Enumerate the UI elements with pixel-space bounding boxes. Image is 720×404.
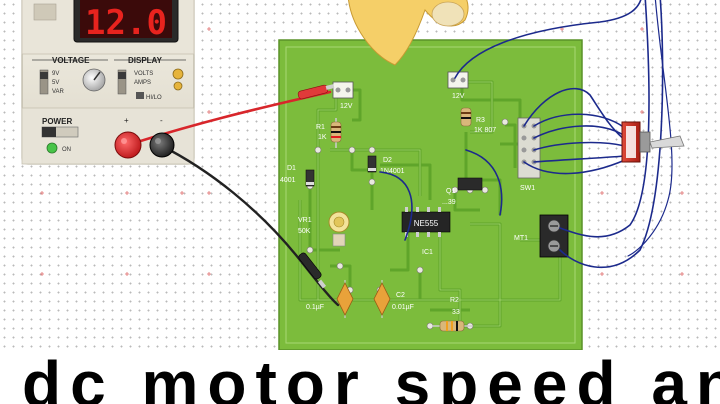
q1-value-label: ...39 [442,199,456,206]
fine-adjust-knob[interactable] [172,68,184,91]
video-caption: dc motor speed and [0,350,720,404]
negative-terminal[interactable] [149,132,175,158]
wire-top-1 [454,0,642,79]
voltage-knob[interactable] [82,68,106,92]
diode-d1: D1 4001 [280,165,315,187]
indicator-panel [33,3,57,21]
ic1-ref-label: IC1 [422,249,433,256]
wire-motor-2 [559,0,650,238]
wire-motor-1 [559,0,664,269]
wire-extra [627,0,673,257]
r2-value-label: 33 [452,309,460,316]
hand-cursor [348,0,469,66]
d1-ref-label: D1 [287,165,296,172]
q1-ref-label: Q1 [446,188,455,195]
display-option-volts[interactable]: VOLTS [134,71,153,77]
transistor-q1: Q1 ...39 [442,177,483,206]
resistor-r3: R3 1K 807 [460,107,496,134]
resistor-r1: R1 1K [316,118,342,148]
power-on-indicator: ON [46,142,71,154]
power-switch[interactable] [41,126,79,138]
positive-terminal-label: + [124,116,129,125]
mt1-terminal: MT1 [514,214,569,258]
vr1-value-label: 50K [298,228,311,235]
c1-value-label: 0.1µF [306,304,324,311]
circuit-board: 12V 12V R1 1K D1 [278,39,583,350]
potentiometer-vr1[interactable]: VR1 50K [298,211,350,247]
caption-text: dc motor speed and [22,350,720,404]
d2-ref-label: D2 [383,157,392,164]
positive-terminal[interactable] [114,131,142,159]
d2-value-label: 1N4001 [380,168,405,175]
r3-ref-label: R3 [476,117,485,124]
on-label: ON [62,147,71,153]
r1-value-label: 1K [318,134,327,141]
ic1-chip: NE555 IC1 [401,207,451,256]
j1-label: 12V [340,103,353,110]
negative-lead [158,143,340,307]
sw1-ref-label: SW1 [520,185,535,192]
display-option-amps[interactable]: AMPS [134,80,151,86]
wires [126,0,673,307]
red-probe[interactable] [297,84,335,100]
voltage-option-9v[interactable]: 9V [52,71,59,77]
voltage-display: 12.0 [73,0,179,43]
voltage-selector[interactable]: 9V 5V VAR [39,69,65,95]
jumper-wire-1 [379,171,413,241]
display-readout: 12.0 [85,3,167,43]
switch-wires [523,87,626,175]
voltage-option-var[interactable]: VAR [52,89,65,95]
d1-value-label: 4001 [280,177,296,184]
grid-markers [40,27,684,276]
vr1-ref-label: VR1 [298,217,312,224]
display-selector[interactable]: VOLTS AMPS HI/LO [117,69,162,101]
r1-ref-label: R1 [316,124,325,131]
black-probe[interactable] [298,252,327,289]
toggle-switch[interactable] [621,121,685,163]
resistor-r2: R2 33 [432,297,472,332]
j2-label: 12V [452,93,465,100]
r2-ref-label: R2 [450,297,459,304]
ic1-part-label: NE555 [414,219,439,228]
diode-d2: D2 1N4001 [367,155,405,175]
negative-terminal-label: - [160,116,163,125]
display-section-label: DISPLAY [128,56,163,65]
voltage-option-5v[interactable]: 5V [52,80,59,86]
power-label: POWER [42,117,72,126]
jumper-wire-2 [465,149,503,216]
capacitor-c2: C2 0.01µF [373,280,414,318]
capacitor-c1: 0.1µF [306,280,354,318]
j1-connector: 12V [332,81,354,110]
voltage-section-label: VOLTAGE [52,56,90,65]
c2-ref-label: C2 [396,292,405,299]
j2-connector: 12V [447,71,469,100]
schematic-workspace: 12.0 VOLTAGE DISPLAY 9V 5V VAR [21,0,685,350]
c2-value-label: 0.01µF [392,304,414,311]
display-option-hilo[interactable]: HI/LO [146,95,162,101]
r3-value-label: 1K 807 [474,127,496,134]
mt1-ref-label: MT1 [514,235,528,242]
